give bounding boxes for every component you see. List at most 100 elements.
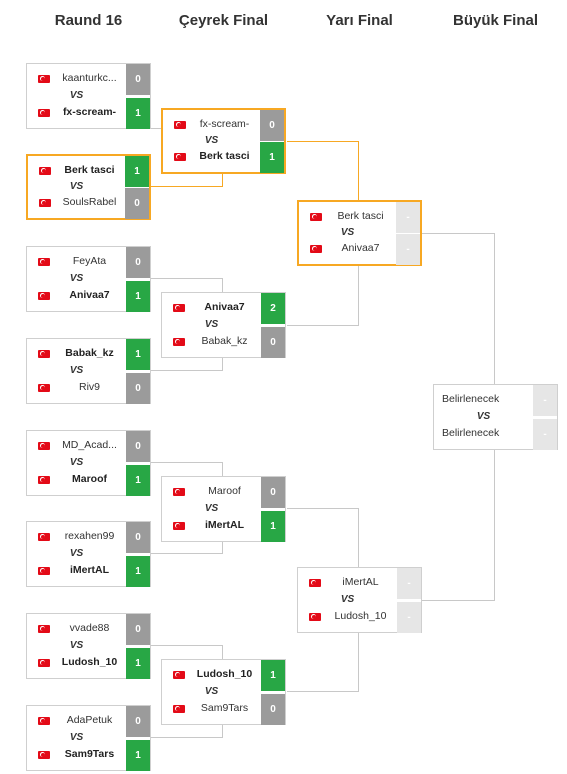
round-header-final: Büyük Final (452, 12, 538, 29)
vs-label: VS (204, 135, 219, 146)
player-row[interactable]: vvade88 0 (27, 614, 150, 645)
player-name: rexahen99 (64, 530, 115, 542)
score-badge: 1 (126, 281, 150, 312)
final-match[interactable]: Belirlenecek- VS Belirlenecek- (433, 384, 558, 450)
player-row[interactable]: Belirlenecek- (434, 385, 557, 416)
player-row[interactable]: Anivaa7- (299, 234, 420, 265)
player-row[interactable]: Belirlenecek- (434, 419, 557, 450)
player-name: kaanturkc... (62, 72, 117, 84)
player-row[interactable]: Berk tasci 1 (163, 142, 284, 173)
vs-label: VS (340, 594, 355, 605)
vs-label: VS (476, 411, 491, 422)
player-name: SoulsRabel (62, 196, 117, 208)
turkey-flag-icon (38, 442, 50, 450)
player-name: MD_Acad... (62, 439, 117, 451)
turkey-flag-icon (39, 199, 51, 207)
score-badge: 0 (126, 522, 150, 553)
player-row[interactable]: iMertAL- (298, 568, 421, 599)
player-row[interactable]: Berk tasci- (299, 202, 420, 233)
sf-match-1[interactable]: Berk tasci- VS Anivaa7- (297, 200, 422, 266)
player-row[interactable]: kaanturkc... 0 (27, 64, 150, 95)
player-name: fx-scream- (199, 118, 250, 130)
player-row[interactable]: Anivaa7 1 (27, 281, 150, 312)
player-row[interactable]: MD_Acad...0 (27, 431, 150, 462)
player-row[interactable]: Ludosh_10 1 (162, 660, 285, 691)
player-row[interactable]: FeyAta 0 (27, 247, 150, 278)
player-name: vvade88 (69, 622, 110, 634)
turkey-flag-icon (38, 75, 50, 83)
sf-match-2[interactable]: iMertAL- VS Ludosh_10- (297, 567, 422, 633)
score-badge: 1 (261, 511, 285, 542)
player-row[interactable]: Ludosh_10- (298, 602, 421, 633)
round-header-qf: Çeyrek Final (178, 12, 269, 29)
turkey-flag-icon (38, 258, 50, 266)
player-name: FeyAta (72, 255, 107, 267)
turkey-flag-icon (174, 121, 186, 129)
vs-label: VS (340, 227, 355, 238)
player-name: iMertAL (204, 519, 245, 531)
player-name: Anivaa7 (69, 289, 110, 301)
score-badge: 1 (261, 660, 285, 691)
player-name: Anivaa7 (204, 301, 245, 313)
turkey-flag-icon (38, 659, 50, 667)
score-badge: 0 (126, 614, 150, 645)
round-header-sf: Yarı Final (326, 12, 393, 29)
player-name: Maroof (208, 485, 241, 497)
score-badge: 0 (126, 247, 150, 278)
player-row[interactable]: fx-scream-0 (163, 110, 284, 141)
vs-label: VS (204, 686, 219, 697)
score-badge: - (533, 385, 557, 416)
round-header-r16: Raund 16 (54, 12, 123, 29)
player-row[interactable]: rexahen99 0 (27, 522, 150, 553)
player-name: Riv9 (78, 381, 100, 393)
score-badge: 1 (260, 142, 284, 173)
score-badge: 0 (126, 64, 150, 95)
player-name: Ludosh_10 (334, 610, 387, 622)
player-name: Berk tasci (199, 150, 250, 162)
turkey-flag-icon (173, 671, 185, 679)
score-badge: - (396, 234, 420, 265)
player-row[interactable]: fx-scream-1 (27, 98, 150, 129)
vs-label: VS (69, 457, 84, 468)
player-row[interactable]: iMertAL 1 (162, 511, 285, 542)
player-name: iMertAL (342, 576, 379, 588)
player-name: Berk tasci (337, 210, 384, 222)
turkey-flag-icon (173, 338, 185, 346)
player-name: Ludosh_10 (196, 668, 253, 680)
player-name: Sam9Tars (200, 702, 249, 714)
qf-match-1[interactable]: fx-scream-0 VS Berk tasci 1 (161, 108, 286, 174)
turkey-flag-icon (39, 167, 51, 175)
score-badge: - (397, 602, 421, 633)
turkey-flag-icon (309, 613, 321, 621)
vs-label: VS (69, 732, 84, 743)
turkey-flag-icon (310, 245, 322, 253)
score-badge: 0 (126, 706, 150, 737)
r16-match-1[interactable]: kaanturkc...0 VS fx-scream-1 (26, 63, 151, 129)
player-name: Belirlenecek (442, 427, 500, 439)
turkey-flag-icon (38, 717, 50, 725)
vs-label: VS (69, 548, 84, 559)
